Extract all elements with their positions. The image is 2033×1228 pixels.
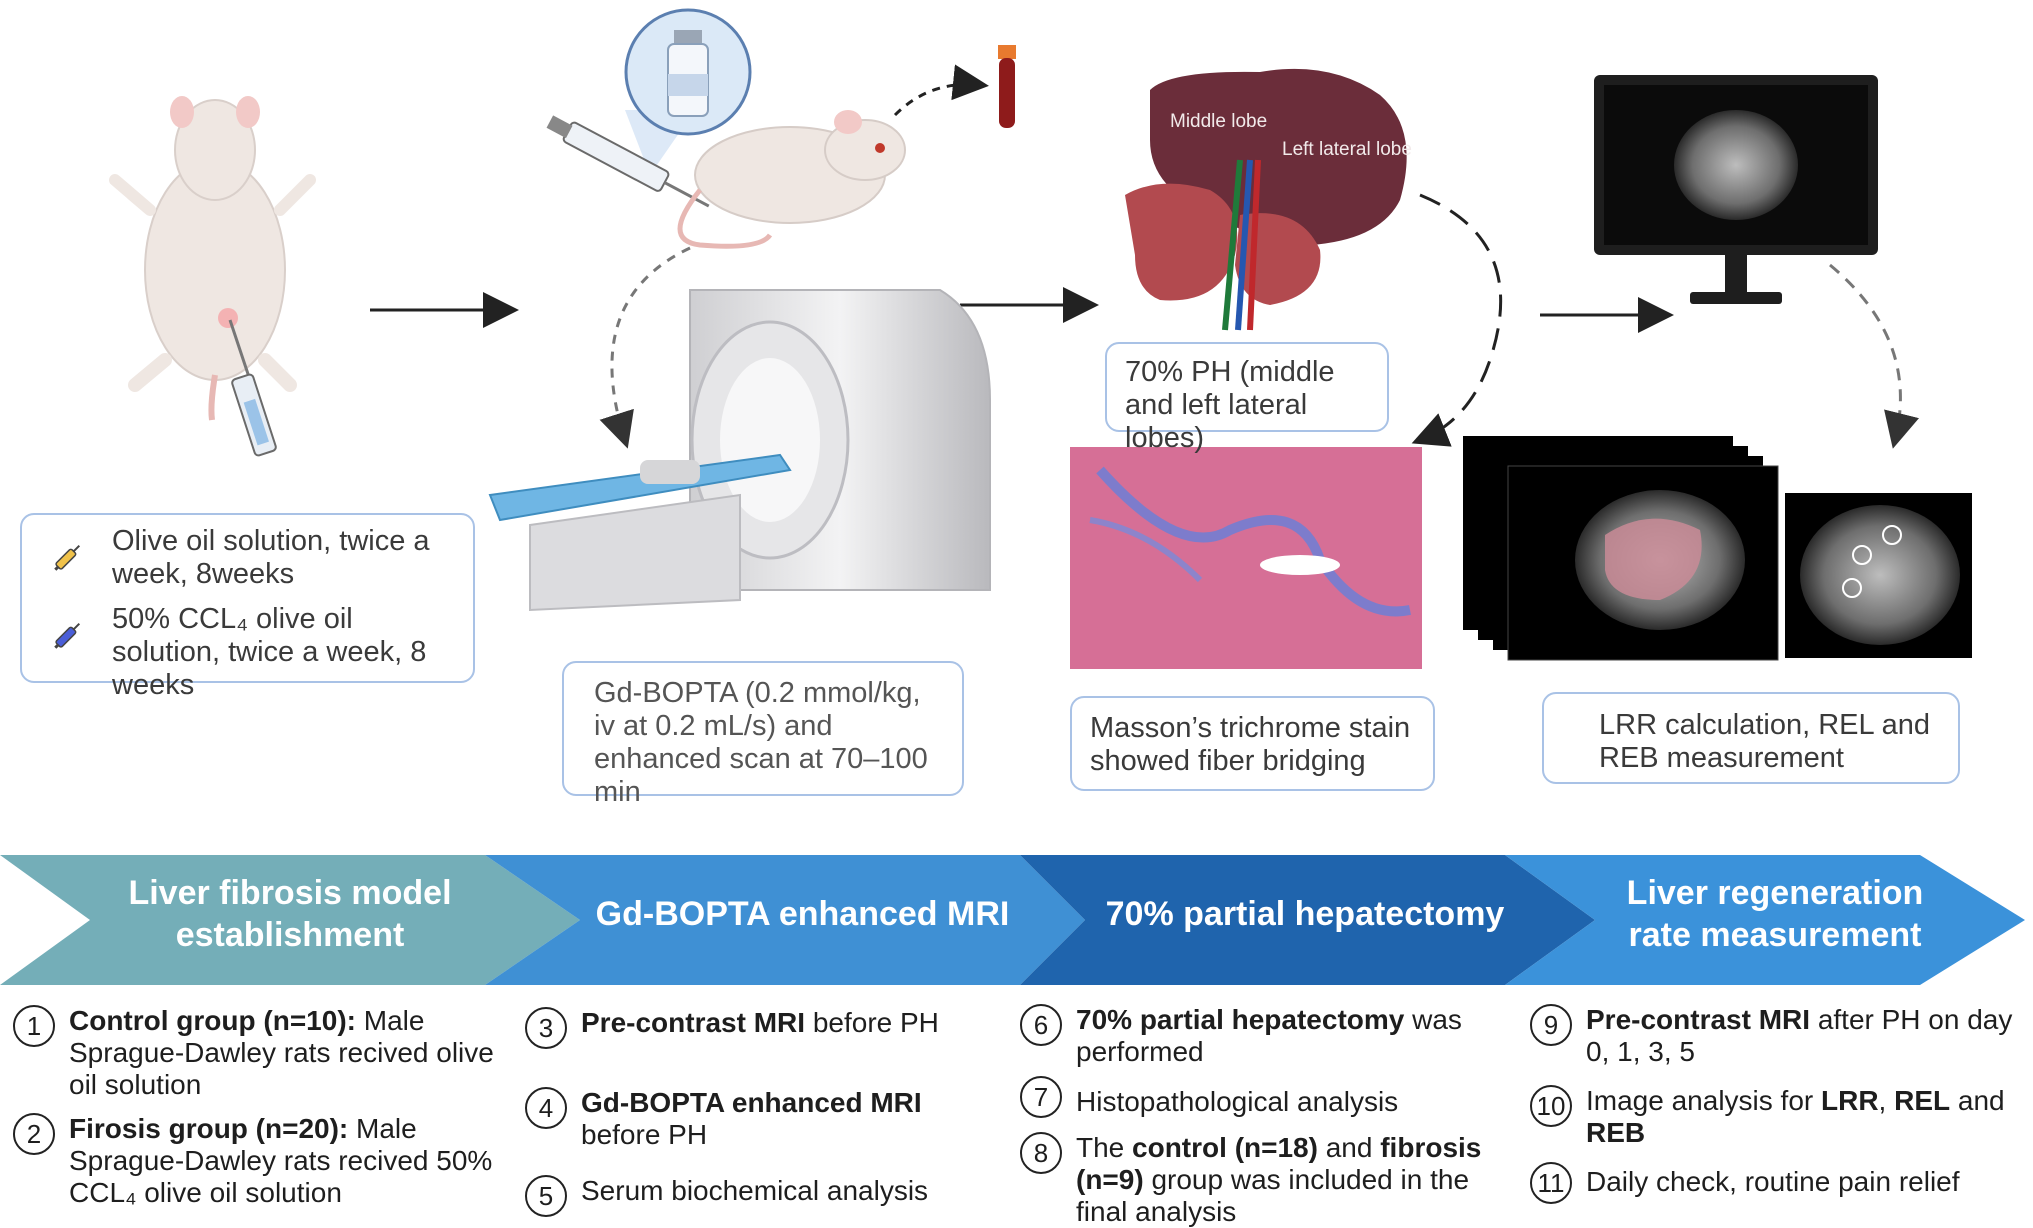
step-10-sep: , (1878, 1085, 1895, 1116)
mri-slice-icon (1463, 436, 1972, 661)
step-9-bold: Pre-contrast MRI (1586, 1004, 1811, 1035)
ph-text: 70% PH (middle and left lateral lobes) (1125, 356, 1335, 454)
stain-box: Masson’s trichrome stain showed fiber br… (1070, 696, 1435, 791)
stage4-chevron (1505, 855, 2025, 985)
histology-slide-icon (1070, 447, 1422, 669)
step-8-mid: and (1317, 1132, 1381, 1163)
stage4-label: Liver regeneration rate measurement (1626, 874, 1924, 954)
stage1-label: Liver fibrosis model establishment (128, 874, 452, 954)
step-number: 9 (1530, 1004, 1572, 1046)
stage3-chevron (1020, 855, 1595, 985)
rat-icon (109, 96, 316, 421)
step-7-text: Histopathological analysis (1076, 1086, 1399, 1117)
step-number: 11 (1530, 1162, 1572, 1204)
step-3-text: before PH (805, 1007, 939, 1038)
step-4-text: before PH (581, 1119, 708, 1150)
liver-icon (1125, 68, 1407, 331)
blood-tube-icon (998, 45, 1016, 128)
step-4: 4 Gd-BOPTA enhanced MRI before PH (525, 1087, 995, 1151)
monitor-icon (1594, 75, 1878, 304)
step-number: 1 (13, 1005, 55, 1047)
step-number: 4 (525, 1087, 567, 1129)
vial-icon (624, 8, 752, 175)
step-9: 9 Pre-contrast MRI after PH on day 0, 1,… (1530, 1004, 2025, 1068)
mri-protocol-text: Gd-BOPTA (0.2 mmol/kg, iv at 0.2 mL/s) a… (594, 677, 928, 808)
step-number: 3 (525, 1007, 567, 1049)
syringe-icon (50, 539, 86, 583)
stage3-label: 70% partial hepatectomy (1105, 895, 1505, 933)
step-7: 7 Histopathological analysis (1020, 1076, 1510, 1118)
step-10: 10 Image analysis for LRR, REL and REB (1530, 1085, 2025, 1149)
step-11-text: Daily check, routine pain relief (1586, 1166, 1960, 1197)
illustration-layer (109, 8, 1972, 669)
rat-icon (677, 110, 906, 249)
step-5-text: Serum biochemical analysis (581, 1175, 929, 1206)
step-8-pre: The (1076, 1132, 1133, 1163)
ccl4-text: 50% CCL₄ olive oil solution, twice a wee… (112, 603, 427, 701)
lrr-box: LRR calculation, REL and REB measurement (1542, 692, 1960, 784)
step-5: 5 Serum biochemical analysis (525, 1175, 995, 1217)
step-10-bold-reb: REB (1586, 1117, 1646, 1148)
step-11: 11 Daily check, routine pain relief (1530, 1162, 2025, 1204)
step-3-bold: Pre-contrast MRI (581, 1007, 806, 1038)
step-number: 2 (13, 1113, 55, 1155)
syringe-icon (228, 319, 277, 457)
step-8-text: group was included in the final analysis (1076, 1164, 1470, 1227)
step-10-bold-rel: REL (1894, 1085, 1951, 1116)
step-2-text: Male Sprague-Dawley rats recived 50% CCL… (69, 1113, 493, 1208)
step-10-and: and (1950, 1085, 2005, 1116)
step-1-bold: Control group (n=10): (69, 1005, 356, 1036)
ph-box: 70% PH (middle and left lateral lobes) (1105, 342, 1389, 454)
step-number: 6 (1020, 1004, 1062, 1046)
step-number: 10 (1530, 1085, 1572, 1127)
mri-protocol-box: Gd-BOPTA (0.2 mmol/kg, iv at 0.2 mL/s) a… (562, 661, 964, 808)
step-3: 3 Pre-contrast MRI before PH (525, 1007, 995, 1049)
syringe-icon (546, 115, 710, 208)
step-1: 1 Control group (n=10): Male Sprague-Daw… (13, 1005, 508, 1101)
step-number: 7 (1020, 1076, 1062, 1118)
model-box: Olive oil solution, twice a week, 8weeks… (20, 513, 475, 701)
middle-lobe-label: Middle lobe (1170, 111, 1268, 132)
olive-oil-text: Olive oil solution, twice a week, 8weeks (112, 525, 430, 590)
stage-banner (0, 855, 2025, 985)
stage2-label: Gd-BOPTA enhanced MRI (595, 895, 1010, 933)
step-6: 6 70% partial hepatectomy was performed (1020, 1004, 1510, 1068)
step-2-bold: Firosis group (n=20): (69, 1113, 349, 1144)
left-lateral-lobe-label: Left lateral lobe (1282, 139, 1412, 160)
step-6-text: was performed (1076, 1004, 1462, 1067)
step-6-bold: 70% partial hepatectomy (1076, 1004, 1405, 1035)
mri-scanner-icon (488, 289, 991, 612)
lrr-text: LRR calculation, REL and REB measurement (1599, 709, 1930, 774)
step-8-bold-fibrosis: fibrosis (n=9) (1076, 1132, 1482, 1195)
syringe-icon (50, 617, 86, 661)
step-10-pre: Image analysis for (1586, 1085, 1821, 1116)
step-10-bold-lrr: LRR (1821, 1085, 1879, 1116)
step-1-text: Male Sprague-Dawley rats recived olive o… (69, 1005, 494, 1100)
step-number: 5 (525, 1175, 567, 1217)
step-2: 2 Firosis group (n=20): Male Sprague-Daw… (13, 1113, 508, 1209)
step-8-bold-control: control (n=18) (1132, 1132, 1318, 1163)
stage1-chevron (0, 855, 580, 985)
step-4-bold: Gd-BOPTA enhanced MRI (581, 1087, 922, 1118)
step-8: 8 The control (n=18) and fibrosis (n=9) … (1020, 1132, 1510, 1228)
step-9-text: after PH on day 0, 1, 3, 5 (1586, 1004, 2013, 1067)
stain-text: Masson’s trichrome stain showed fiber br… (1090, 712, 1411, 777)
step-number: 8 (1020, 1132, 1062, 1174)
stage2-chevron (485, 855, 1085, 985)
